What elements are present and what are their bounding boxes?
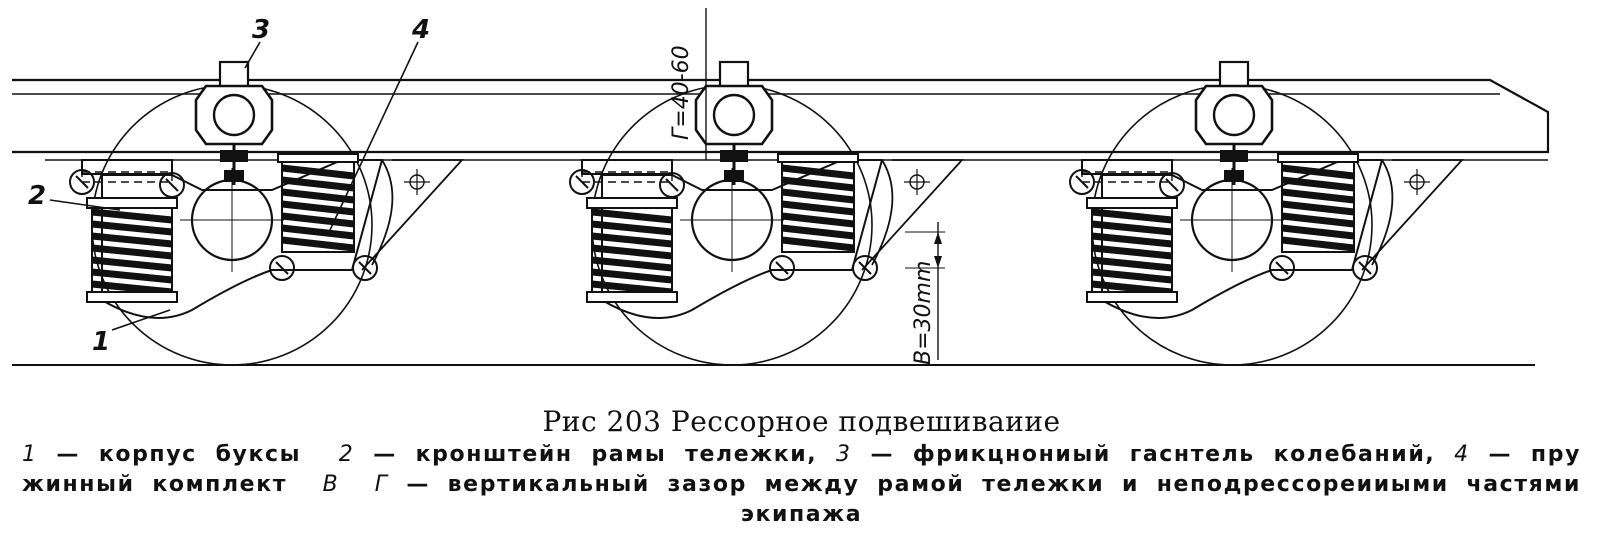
legend-num-3: 3	[836, 442, 852, 467]
legend-num-1: 1	[22, 442, 38, 467]
legend-text-2: — кронштейн рамы тележки,	[373, 442, 818, 467]
figure-caption: Рис 203 Рессорное подвешиваиие 1 — корпу…	[0, 404, 1603, 530]
callout-2: 2	[28, 181, 46, 211]
caption-legend: 1 — корпус буксы 2 — кронштейн рамы теле…	[0, 440, 1603, 530]
callout-3: 3	[252, 15, 270, 45]
suspension-drawing: 3 4 2 1 Г=40-60 B=30mm	[12, 8, 1550, 400]
dimension-v: B=30mm	[911, 261, 936, 365]
legend-text-3: — фрикцнониый гаснтель колебаний,	[870, 442, 1436, 467]
legend-sym-v: В	[322, 472, 340, 497]
legend-text-1: — корпус буксы	[56, 442, 302, 467]
legend-text-5: жинный комплект	[22, 472, 288, 497]
legend-text-6: — вертикальный зазор между рамой тележки…	[406, 472, 1581, 497]
legend-line-3: экипажа	[740, 502, 863, 527]
dimension-g: Г=40-60	[669, 45, 694, 140]
legend-line-1: 1 — корпус буксы 2 — кронштейн рамы теле…	[22, 440, 1581, 470]
legend-line-2: жинный комплект В Г — вертикальный зазор…	[22, 470, 1581, 500]
legend-num-4: 4	[1454, 442, 1470, 467]
callout-4: 4	[411, 15, 430, 45]
caption-title: Рис 203 Рессорное подвешиваиие	[542, 405, 1061, 438]
legend-text-4: — пру	[1488, 442, 1582, 467]
callout-1: 1	[92, 327, 110, 357]
wheel-unit-center	[570, 62, 962, 365]
wheel-unit-left	[70, 62, 462, 365]
wheel-unit-right	[1070, 62, 1462, 365]
legend-num-2: 2	[338, 442, 355, 467]
legend-sym-g: Г	[374, 472, 389, 497]
